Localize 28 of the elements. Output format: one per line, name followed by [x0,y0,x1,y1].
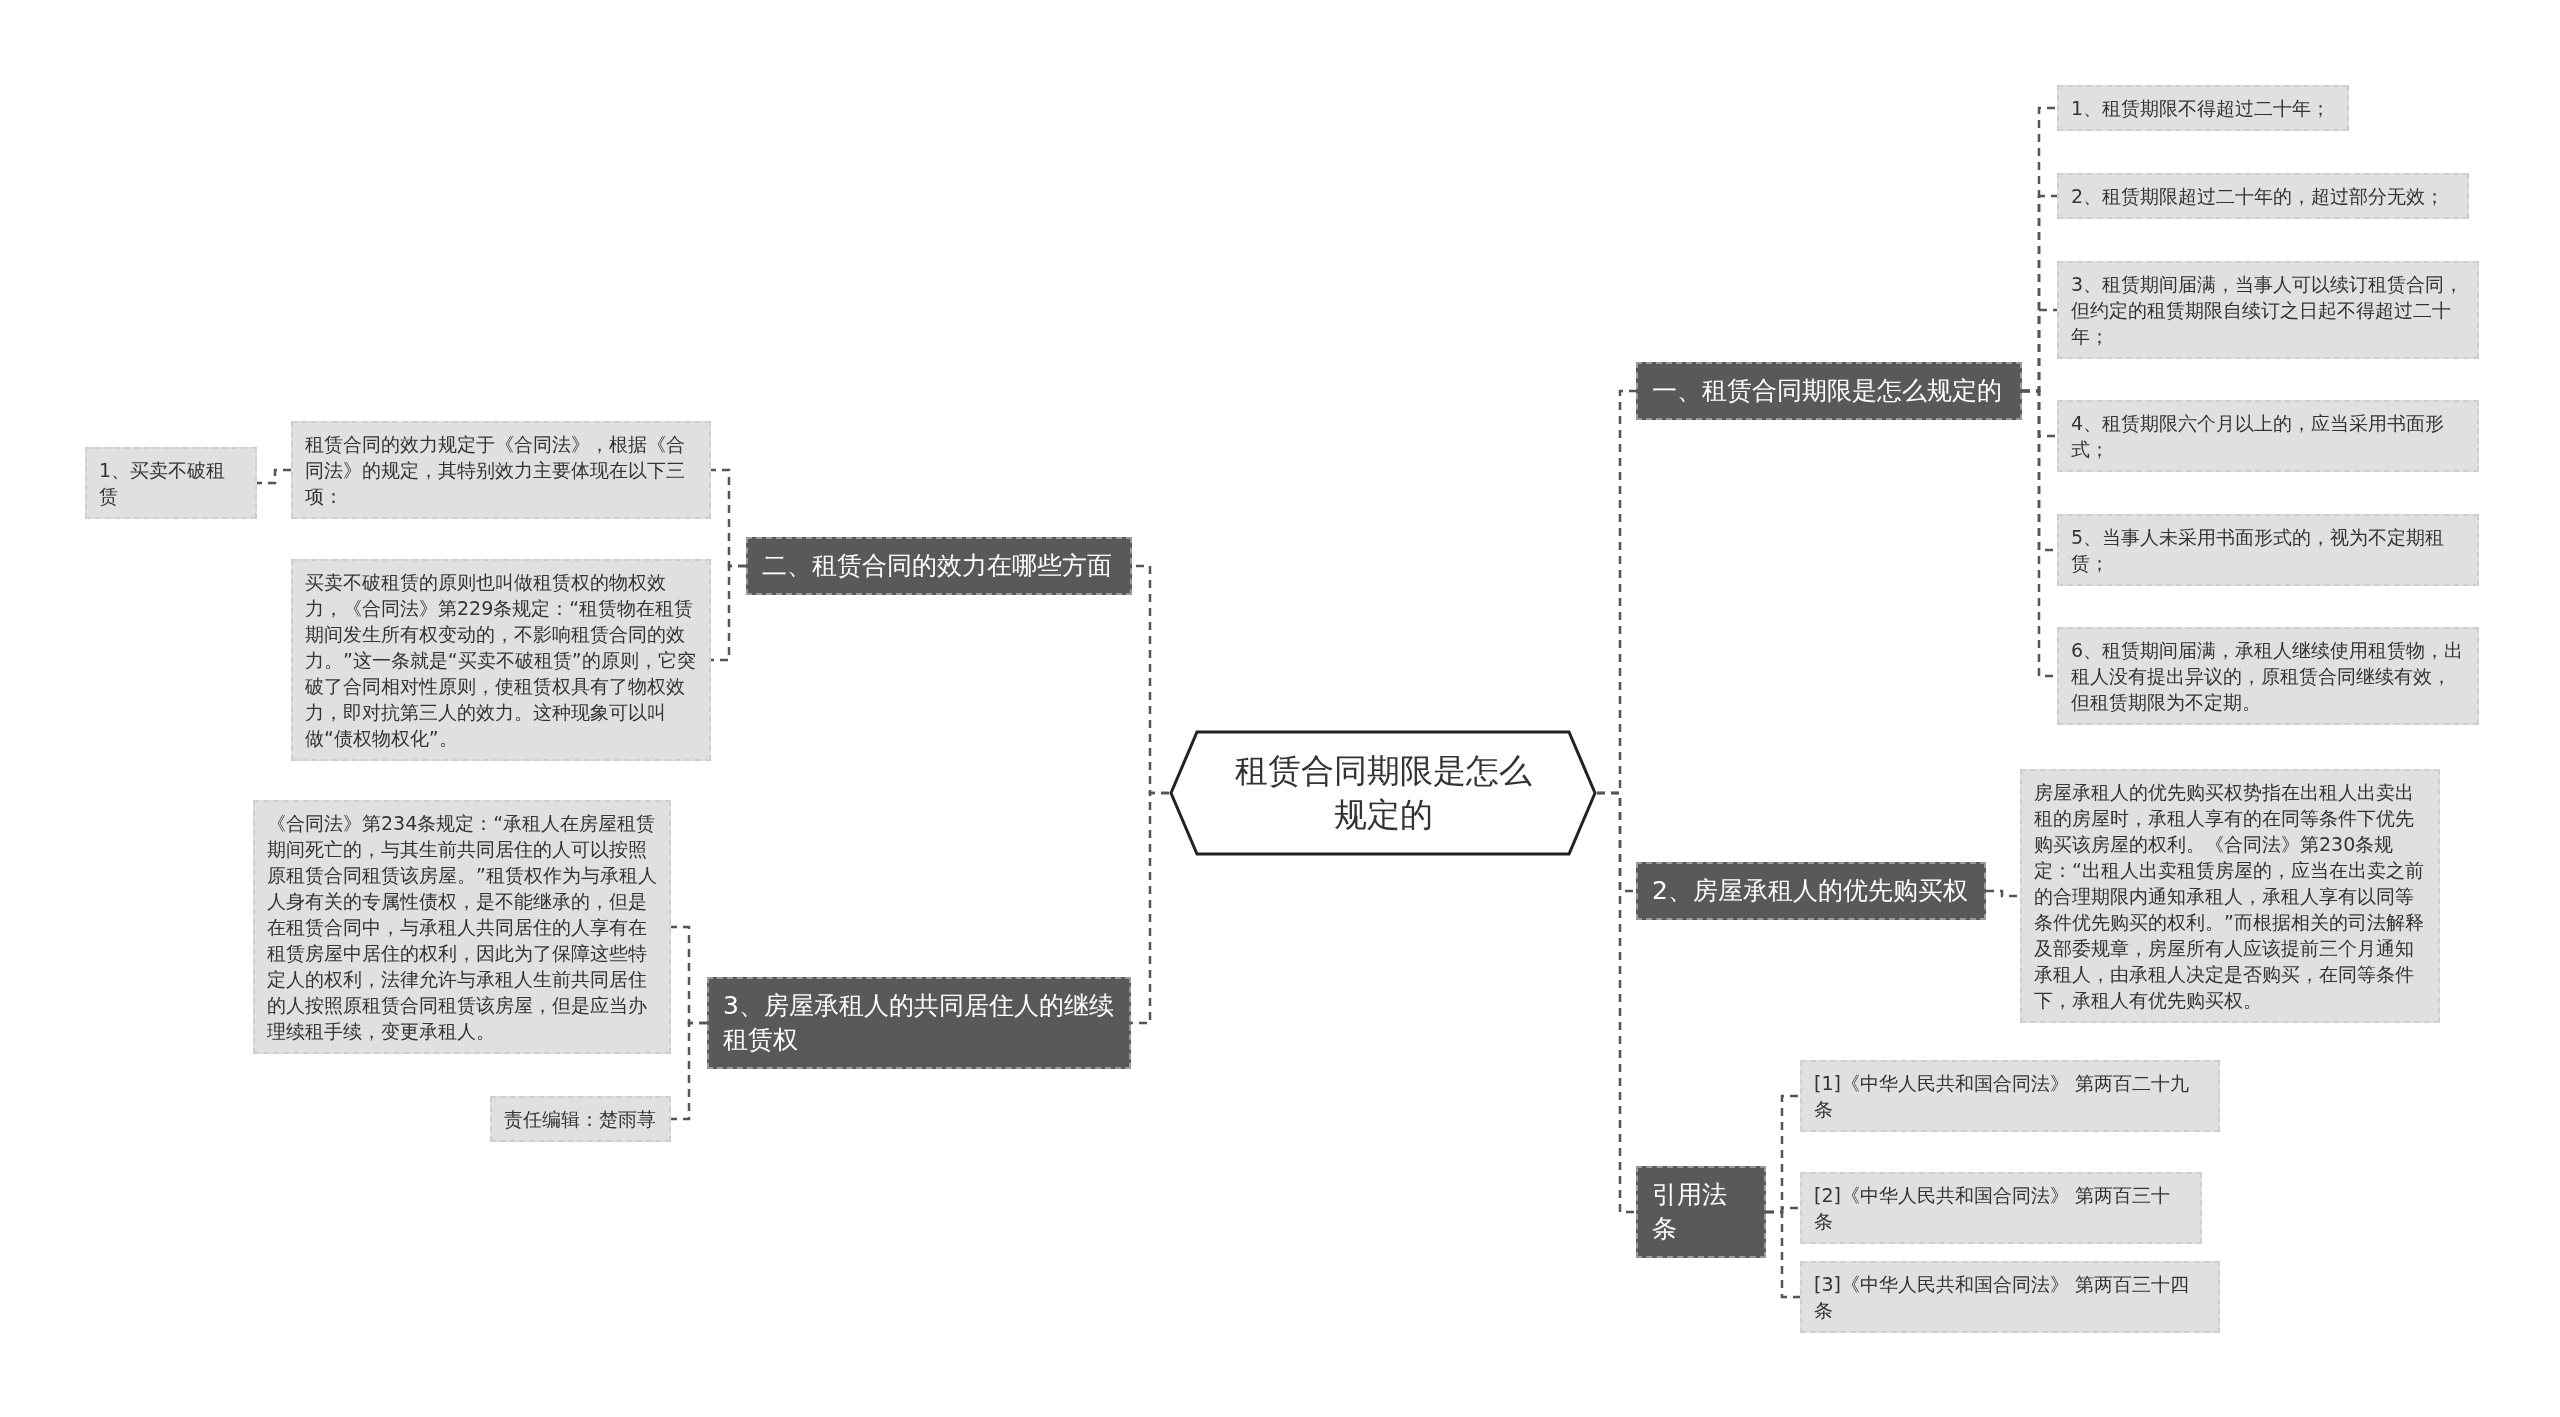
connector-line [257,468,291,485]
connector-line [1986,889,2020,898]
note-box: 买卖不破租赁的原则也叫做租赁权的物权效力，《合同法》第229条规定：“租赁物在租赁期间发生所有权变动的，不影响租赁合同的效力。”这一条就是“买卖不破租赁”的原则，它突破了合同相对性原则，使租赁权具有了物权效力，即对抗第三人的效力。这种现象可以叫做“债权物权化”。 [291,559,711,761]
note-box: 4、租赁期限六个月以上的，应当采用书面形式； [2057,400,2479,472]
note-box: [1]《中华人民共和国合同法》 第两百二十九条 [1800,1060,2220,1132]
note-box: 租赁合同的效力规定于《合同法》，根据《合同法》的规定，其特别效力主要体现在以下三项： [291,421,711,519]
note-box: 房屋承租人的优先购买权势指在出租人出卖出租的房屋时，承租人享有的在同等条件下优先购买该房屋的权利。《合同法》第230条规定：“出租人出卖租赁房屋的，应当在出卖之前的合理期限内通知承租人，承租人享有以同等条件优先购买的权利。”而根据相关的司法解释及部委规章，房屋所有人应该提前三个月通知承租人，由承租人决定是否购买，在同等条件下，承租人有优先购买权。 [2020,769,2440,1023]
connector-line [1766,1210,1800,1299]
note-box: 1、租赁期限不得超过二十年； [2057,85,2349,131]
note-box: [3]《中华人民共和国合同法》 第两百三十四条 [1800,1261,2220,1333]
note-box: 1、买卖不破租赁 [85,447,257,519]
connector-line [1131,791,1169,1025]
note-box: 2、租赁期限超过二十年的，超过部分无效； [2057,173,2469,219]
topic-box: 引用法条 [1636,1166,1766,1258]
note-box: 6、租赁期间届满，承租人继续使用租赁物，出租人没有提出异议的，原租赁合同继续有效，但租赁期限为不定期。 [2057,627,2479,725]
connector-line [671,1021,707,1121]
topic-box: 3、房屋承租人的共同居住人的继续租赁权 [707,977,1131,1069]
note-box: [2]《中华人民共和国合同法》 第两百三十条 [1800,1172,2202,1244]
note-box: 5、当事人未采用书面形式的，视为不定期租赁； [2057,514,2479,586]
topic-box: 2、房屋承租人的优先购买权 [1636,862,1986,920]
connector-line [711,564,746,662]
connector-line [1597,791,1636,1214]
note-box: 3、租赁期间届满，当事人可以续订租赁合同，但约定的租赁期限自续订之日起不得超过二十年； [2057,261,2479,359]
note-box: 《合同法》第234条规定：“承租人在房屋租赁期间死亡的，与其生前共同居住的人可以按照原租赁合同租赁该房屋。”租赁权作为与承租人人身有关的专属性债权，是不能继承的，但是在租赁合同中，与承租人共同居住的人享有在租赁房屋中居住的权利，因此为了保障这些特定人的权利，法律允许与承租人生前共同居住的人按照原租赁合同租赁该房屋，但是应当办理续租手续，变更承租人。 [253,800,671,1054]
root-topic-hexagon: 租赁合同期限是怎么规定的 [1169,730,1597,856]
note-box: 责任编辑：楚雨荨 [490,1096,671,1142]
topic-box: 一、租赁合同期限是怎么规定的 [1636,362,2022,420]
topic-box: 二、租赁合同的效力在哪些方面 [746,537,1132,595]
